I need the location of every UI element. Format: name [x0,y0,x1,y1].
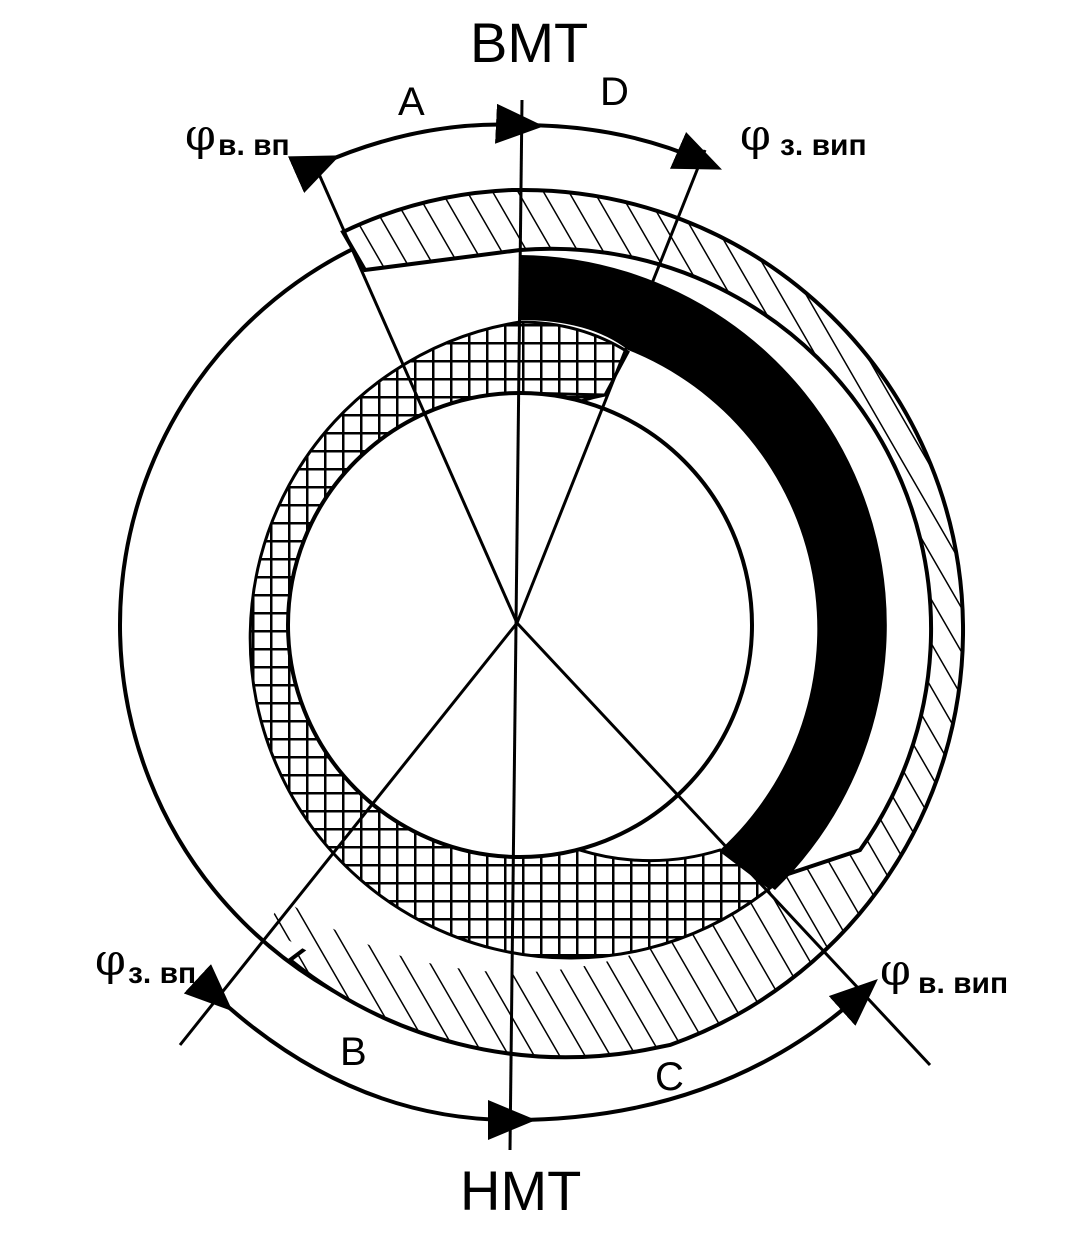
label-intake-open: φ в. вп [185,110,290,162]
arc-d [519,123,722,170]
svg-text:φ: φ [880,945,911,996]
svg-text:φ: φ [185,110,216,161]
label-exhaust-close: φ з. вип [740,110,867,162]
arc-c [511,979,878,1122]
svg-text:в. вип: в. вип [918,967,1008,1000]
arc-a [287,103,544,193]
svg-text:φ: φ [740,110,771,161]
label-bdc: НМТ [460,1159,581,1222]
black-band [520,255,887,890]
label-b: B [340,1030,367,1074]
arc-b [183,964,536,1140]
label-intake-close: φ з. вп [95,935,196,990]
line-intake-open [313,164,519,624]
label-d: D [600,70,629,114]
label-a: A [398,80,425,124]
svg-text:φ: φ [95,935,126,986]
svg-text:з. вп: з. вп [128,957,196,990]
label-exhaust-open: φ в. вип [880,945,1008,1000]
svg-text:в. вп: в. вп [218,129,290,162]
label-c: C [655,1055,684,1099]
svg-text:з. вип: з. вип [780,129,867,162]
label-tdc: ВМТ [470,11,588,74]
line-exhaust-close [515,149,707,624]
